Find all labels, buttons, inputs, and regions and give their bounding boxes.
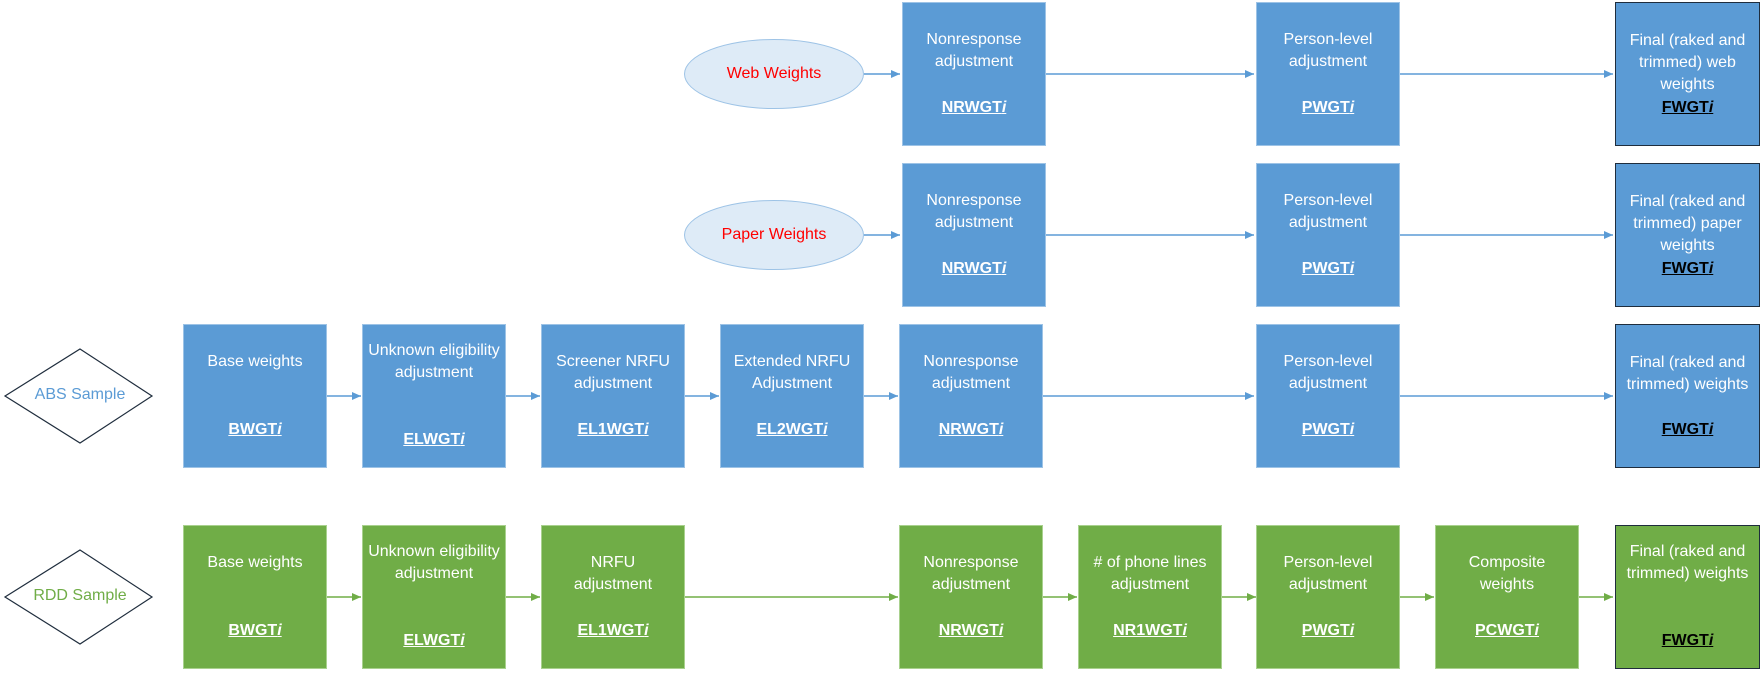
web-weights-ellipse: Web Weights bbox=[684, 39, 864, 109]
abs-sample-label: ABS Sample bbox=[34, 386, 126, 403]
abs-screener-code: EL1WGTi bbox=[577, 421, 649, 438]
rdd-composite-label: Composite weights bbox=[1468, 554, 1546, 593]
web-nonresponse-label: Nonresponse adjustment bbox=[926, 31, 1022, 70]
rdd-unknown-label: Unknown eligibility adjustment bbox=[368, 543, 500, 582]
paper-weights-label: Paper Weights bbox=[721, 226, 827, 243]
paper-final-label: Final (raked and trimmed) paper weights bbox=[1629, 193, 1746, 254]
rdd-base-code: BWGTi bbox=[228, 622, 282, 639]
abs-base-box: Base weights BWGTi bbox=[183, 324, 327, 468]
abs-final-box: Final (raked and trimmed) weights FWGTi bbox=[1615, 324, 1760, 468]
web-nonresponse-code: NRWGTi bbox=[941, 99, 1007, 116]
rdd-person-code: PWGTi bbox=[1301, 622, 1355, 639]
web-final-label: Final (raked and trimmed) web weights bbox=[1629, 32, 1746, 93]
rdd-phone-code: NR1WGTi bbox=[1113, 622, 1187, 639]
abs-extended-label: Extended NRFU Adjustment bbox=[733, 353, 851, 392]
paper-person-label: Person-level adjustment bbox=[1283, 192, 1373, 231]
abs-extended-box: Extended NRFU Adjustment EL2WGTi bbox=[720, 324, 864, 468]
web-nonresponse-box: Nonresponse adjustment NRWGTi bbox=[902, 2, 1046, 146]
rdd-sample-diamond bbox=[3, 549, 154, 645]
paper-weights-ellipse: Paper Weights bbox=[684, 200, 864, 270]
abs-screener-box: Screener NRFU adjustment EL1WGTi bbox=[541, 324, 685, 468]
rdd-composite-code: PCWGTi bbox=[1475, 622, 1539, 639]
rdd-unknown-box: Unknown eligibility adjustment ELWGTi bbox=[362, 525, 506, 669]
rdd-base-box: Base weights BWGTi bbox=[183, 525, 327, 669]
abs-extended-code: EL2WGTi bbox=[756, 421, 828, 438]
abs-person-box: Person-level adjustment PWGTi bbox=[1256, 324, 1400, 468]
paper-nonresponse-box: Nonresponse adjustment NRWGTi bbox=[902, 163, 1046, 307]
rdd-person-box: Person-level adjustment PWGTi bbox=[1256, 525, 1400, 669]
abs-nonresponse-label: Nonresponse adjustment bbox=[923, 353, 1019, 392]
rdd-nonresponse-code: NRWGTi bbox=[938, 622, 1004, 639]
web-final-code: FWGTi bbox=[1661, 99, 1714, 116]
rdd-unknown-code: ELWGTi bbox=[403, 632, 465, 649]
paper-final-box: Final (raked and trimmed) paper weights … bbox=[1615, 163, 1760, 307]
abs-unknown-code: ELWGTi bbox=[403, 431, 465, 448]
paper-nonresponse-label: Nonresponse adjustment bbox=[926, 192, 1022, 231]
rdd-nrfu-code: EL1WGTi bbox=[577, 622, 649, 639]
rdd-phone-box: # of phone lines adjustment NR1WGTi bbox=[1078, 525, 1222, 669]
rdd-sample-label: RDD Sample bbox=[33, 587, 127, 604]
paper-person-box: Person-level adjustment PWGTi bbox=[1256, 163, 1400, 307]
abs-unknown-box: Unknown eligibility adjustment ELWGTi bbox=[362, 324, 506, 468]
rdd-nonresponse-box: Nonresponse adjustment NRWGTi bbox=[899, 525, 1043, 669]
abs-base-code: BWGTi bbox=[228, 421, 282, 438]
paper-nonresponse-code: NRWGTi bbox=[941, 260, 1007, 277]
web-person-box: Person-level adjustment PWGTi bbox=[1256, 2, 1400, 146]
rdd-base-label: Base weights bbox=[207, 554, 303, 571]
rdd-final-code: FWGTi bbox=[1661, 632, 1714, 649]
rdd-phone-label: # of phone lines adjustment bbox=[1093, 554, 1207, 593]
abs-final-label: Final (raked and trimmed) weights bbox=[1626, 354, 1749, 393]
rdd-final-label: Final (raked and trimmed) weights bbox=[1626, 543, 1749, 582]
abs-person-code: PWGTi bbox=[1301, 421, 1355, 438]
abs-unknown-label: Unknown eligibility adjustment bbox=[368, 342, 500, 381]
rdd-final-box: Final (raked and trimmed) weights FWGTi bbox=[1615, 525, 1760, 669]
abs-sample-diamond bbox=[3, 348, 154, 444]
paper-person-code: PWGTi bbox=[1301, 260, 1355, 277]
abs-screener-label: Screener NRFU adjustment bbox=[556, 353, 670, 392]
abs-nonresponse-code: NRWGTi bbox=[938, 421, 1004, 438]
rdd-person-label: Person-level adjustment bbox=[1283, 554, 1373, 593]
abs-base-label: Base weights bbox=[207, 353, 303, 370]
paper-final-code: FWGTi bbox=[1661, 260, 1714, 277]
web-person-label: Person-level adjustment bbox=[1283, 31, 1373, 70]
web-final-box: Final (raked and trimmed) web weights FW… bbox=[1615, 2, 1760, 146]
abs-person-label: Person-level adjustment bbox=[1283, 353, 1373, 392]
rdd-composite-box: Composite weights PCWGTi bbox=[1435, 525, 1579, 669]
abs-nonresponse-box: Nonresponse adjustment NRWGTi bbox=[899, 324, 1043, 468]
abs-final-code: FWGTi bbox=[1661, 421, 1714, 438]
rdd-nrfu-label: NRFU adjustment bbox=[573, 554, 653, 593]
web-weights-label: Web Weights bbox=[726, 65, 822, 82]
web-person-code: PWGTi bbox=[1301, 99, 1355, 116]
rdd-nonresponse-label: Nonresponse adjustment bbox=[923, 554, 1019, 593]
rdd-nrfu-box: NRFU adjustment EL1WGTi bbox=[541, 525, 685, 669]
